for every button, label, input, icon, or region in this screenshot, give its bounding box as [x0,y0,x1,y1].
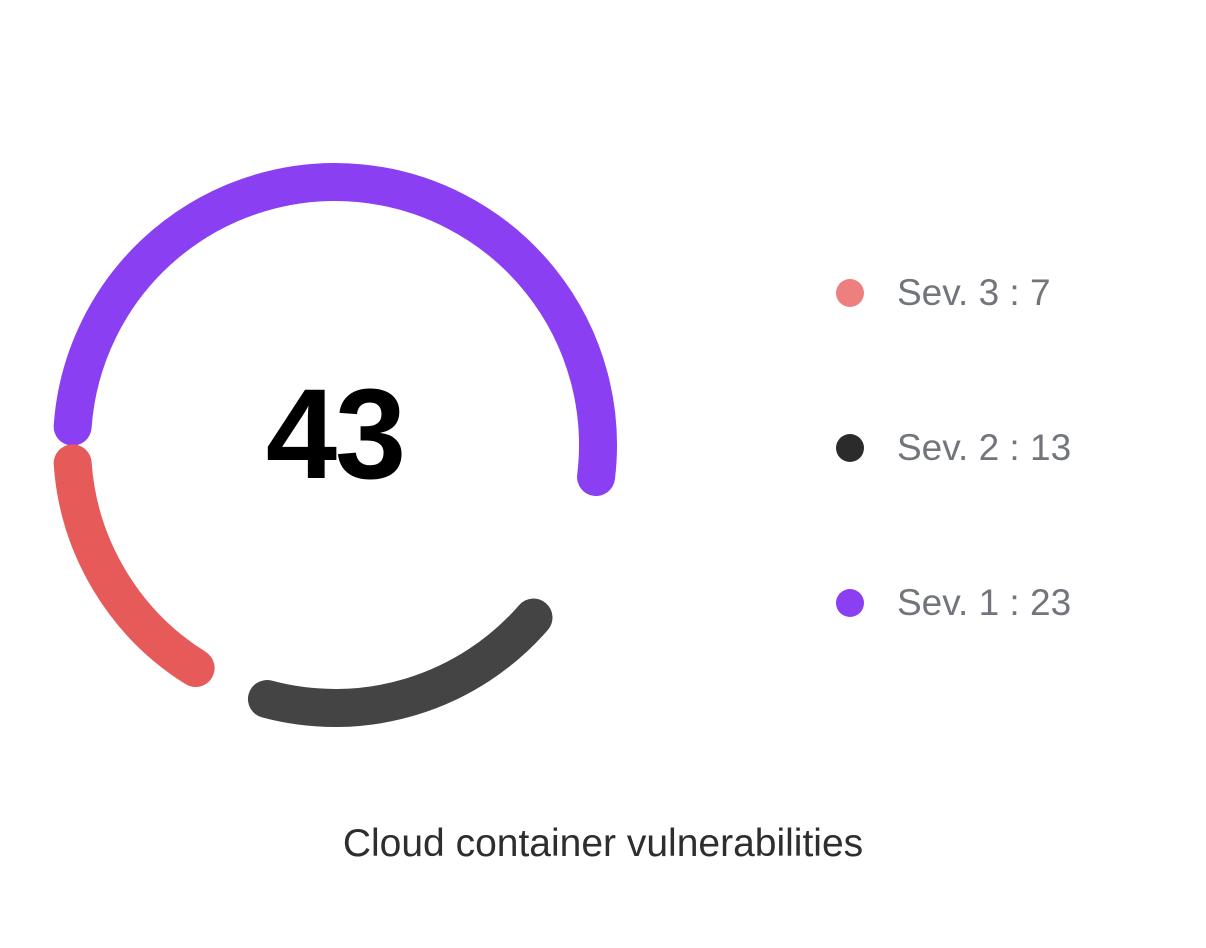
donut-chart-svg [53,163,617,727]
chart-legend: Sev. 3 : 7 Sev. 2 : 13 Sev. 1 : 23 [836,262,1166,634]
donut-segment-sev-1[interactable] [53,163,617,497]
donut-arc-group [53,163,617,727]
legend-label-sev-1: Sev. 1 : 23 [897,582,1072,623]
legend-swatch-sev-2-icon [836,434,864,462]
legend-item-sev-2[interactable]: Sev. 2 : 13 [836,417,1166,479]
donut-center-total: 43 [265,363,406,506]
legend-label-sev-2: Sev. 2 : 13 [897,427,1072,468]
legend-label-sev-3: Sev. 3 : 7 [897,272,1051,313]
donut-segment-sev-2[interactable] [247,598,553,727]
legend-swatch-sev-3-icon [836,279,864,307]
chart-title: Cloud container vulnerabilities [342,822,864,865]
legend-item-sev-1[interactable]: Sev. 1 : 23 [836,572,1166,634]
legend-item-sev-3[interactable]: Sev. 3 : 7 [836,262,1166,324]
legend-swatch-sev-1-icon [836,589,864,617]
donut-segment-sev-3[interactable] [53,444,215,688]
donut-chart: 43 [0,0,700,800]
